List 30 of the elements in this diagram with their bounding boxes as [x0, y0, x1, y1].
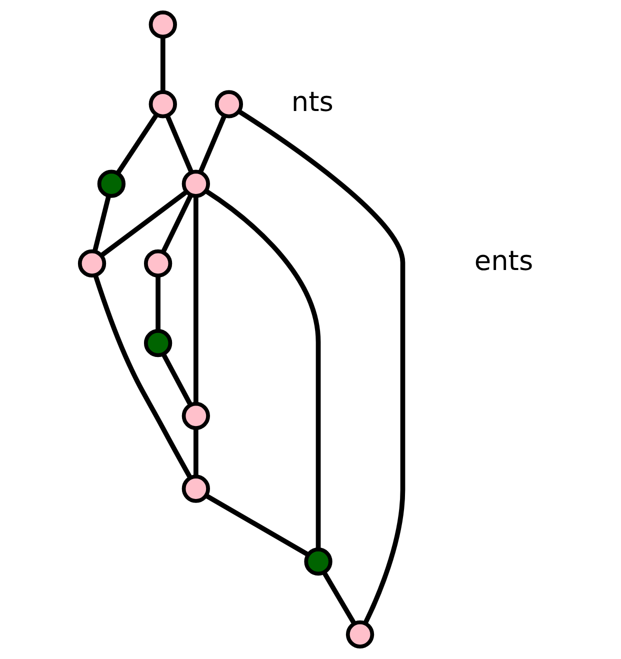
- node-circle: [144, 249, 172, 278]
- connector: [205, 494, 310, 557]
- node-circle: [214, 90, 244, 118]
- node-circle: [148, 10, 177, 39]
- node-circle: [144, 329, 172, 358]
- connector: [156, 276, 160, 331]
- node-circle: [182, 474, 210, 503]
- connector: [93, 274, 192, 479]
- connector: [161, 353, 193, 406]
- connector: [238, 109, 406, 624]
- node-circle: [78, 249, 106, 278]
- connector: [160, 37, 166, 92]
- connector: [194, 196, 198, 404]
- connector: [322, 571, 356, 625]
- connector: [100, 190, 188, 258]
- connector: [92, 195, 112, 252]
- label: nts: [291, 86, 334, 118]
- label: ents: [474, 246, 534, 278]
- node-circle: [346, 620, 374, 648]
- connector: [204, 188, 321, 550]
- node-circle: [148, 90, 177, 118]
- connector: [116, 113, 159, 175]
- node-circle: [97, 170, 126, 198]
- node-circle: [304, 548, 332, 576]
- node-circle: [182, 170, 210, 198]
- connector: [160, 194, 194, 254]
- connector: [198, 114, 227, 174]
- node-circle: [182, 402, 210, 430]
- connector: [194, 428, 198, 476]
- connector: [165, 114, 194, 174]
